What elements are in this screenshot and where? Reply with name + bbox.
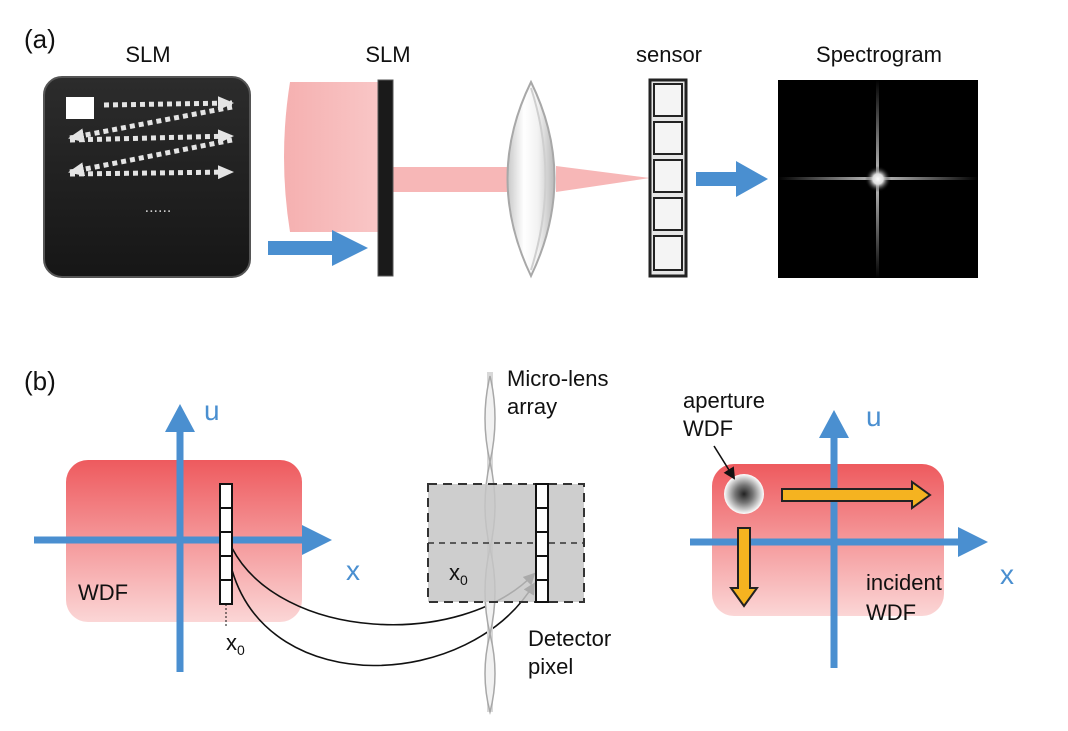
left-axes (34, 404, 332, 672)
output-arrow (696, 161, 768, 197)
microlens-label-line1: Micro-lens (507, 366, 608, 391)
microlens-label-line2: array (507, 394, 557, 419)
mapping-curve-outer (231, 569, 536, 667)
x0-mid-label: x0 (449, 560, 468, 588)
x0-left-label: x0 (226, 630, 245, 658)
left-axis-u-label: u (204, 395, 220, 426)
left-axis-x-label: x (346, 555, 360, 586)
slm-scan-screen: ...... (43, 76, 251, 278)
sensor-array (648, 78, 688, 278)
detector-label-line1: Detector (528, 626, 611, 651)
right-axis-u-label: u (866, 401, 882, 432)
right-axes (690, 410, 988, 668)
input-arrow (268, 230, 368, 266)
right-axis-x-label: x (1000, 559, 1014, 590)
detector-pixel-strip (535, 483, 549, 603)
panel-b-tag: (b) (24, 366, 56, 396)
slm-label: SLM (365, 42, 410, 67)
scan-aperture-square (66, 97, 94, 119)
aperture-label-line1: aperture (683, 388, 765, 413)
narrow-beam (392, 167, 508, 192)
slm-plate (377, 79, 394, 277)
horizontal-shift-arrow (781, 480, 932, 510)
scan-ellipsis: ...... (145, 199, 172, 216)
wdf-label: WDF (78, 580, 128, 605)
incident-beam (284, 82, 378, 232)
wdf-slice-strip (219, 483, 233, 628)
scan-arrow-1 (103, 96, 234, 111)
incident-label-line1: incident (866, 570, 942, 595)
panel-a-tag: (a) (24, 24, 56, 54)
detector-label-line2: pixel (528, 654, 573, 679)
slm-screen-label: SLM (125, 42, 170, 67)
vertical-shift-arrow (729, 527, 759, 608)
incident-label-line2: WDF (866, 600, 916, 625)
scan-arrow-3 (69, 129, 234, 144)
aperture-pointer (713, 445, 736, 480)
scan-arrow-5 (69, 165, 234, 180)
aperture-wdf-spot (724, 474, 764, 514)
aperture-label-line2: WDF (683, 416, 733, 441)
focusing-lens (506, 79, 556, 279)
focusing-cone (556, 166, 650, 192)
spectrogram-label: Spectrogram (816, 42, 942, 67)
spectrogram-image (778, 80, 978, 278)
scan-arrow-2 (68, 104, 233, 143)
scan-arrow-4 (68, 137, 233, 177)
sensor-label: sensor (636, 42, 702, 67)
